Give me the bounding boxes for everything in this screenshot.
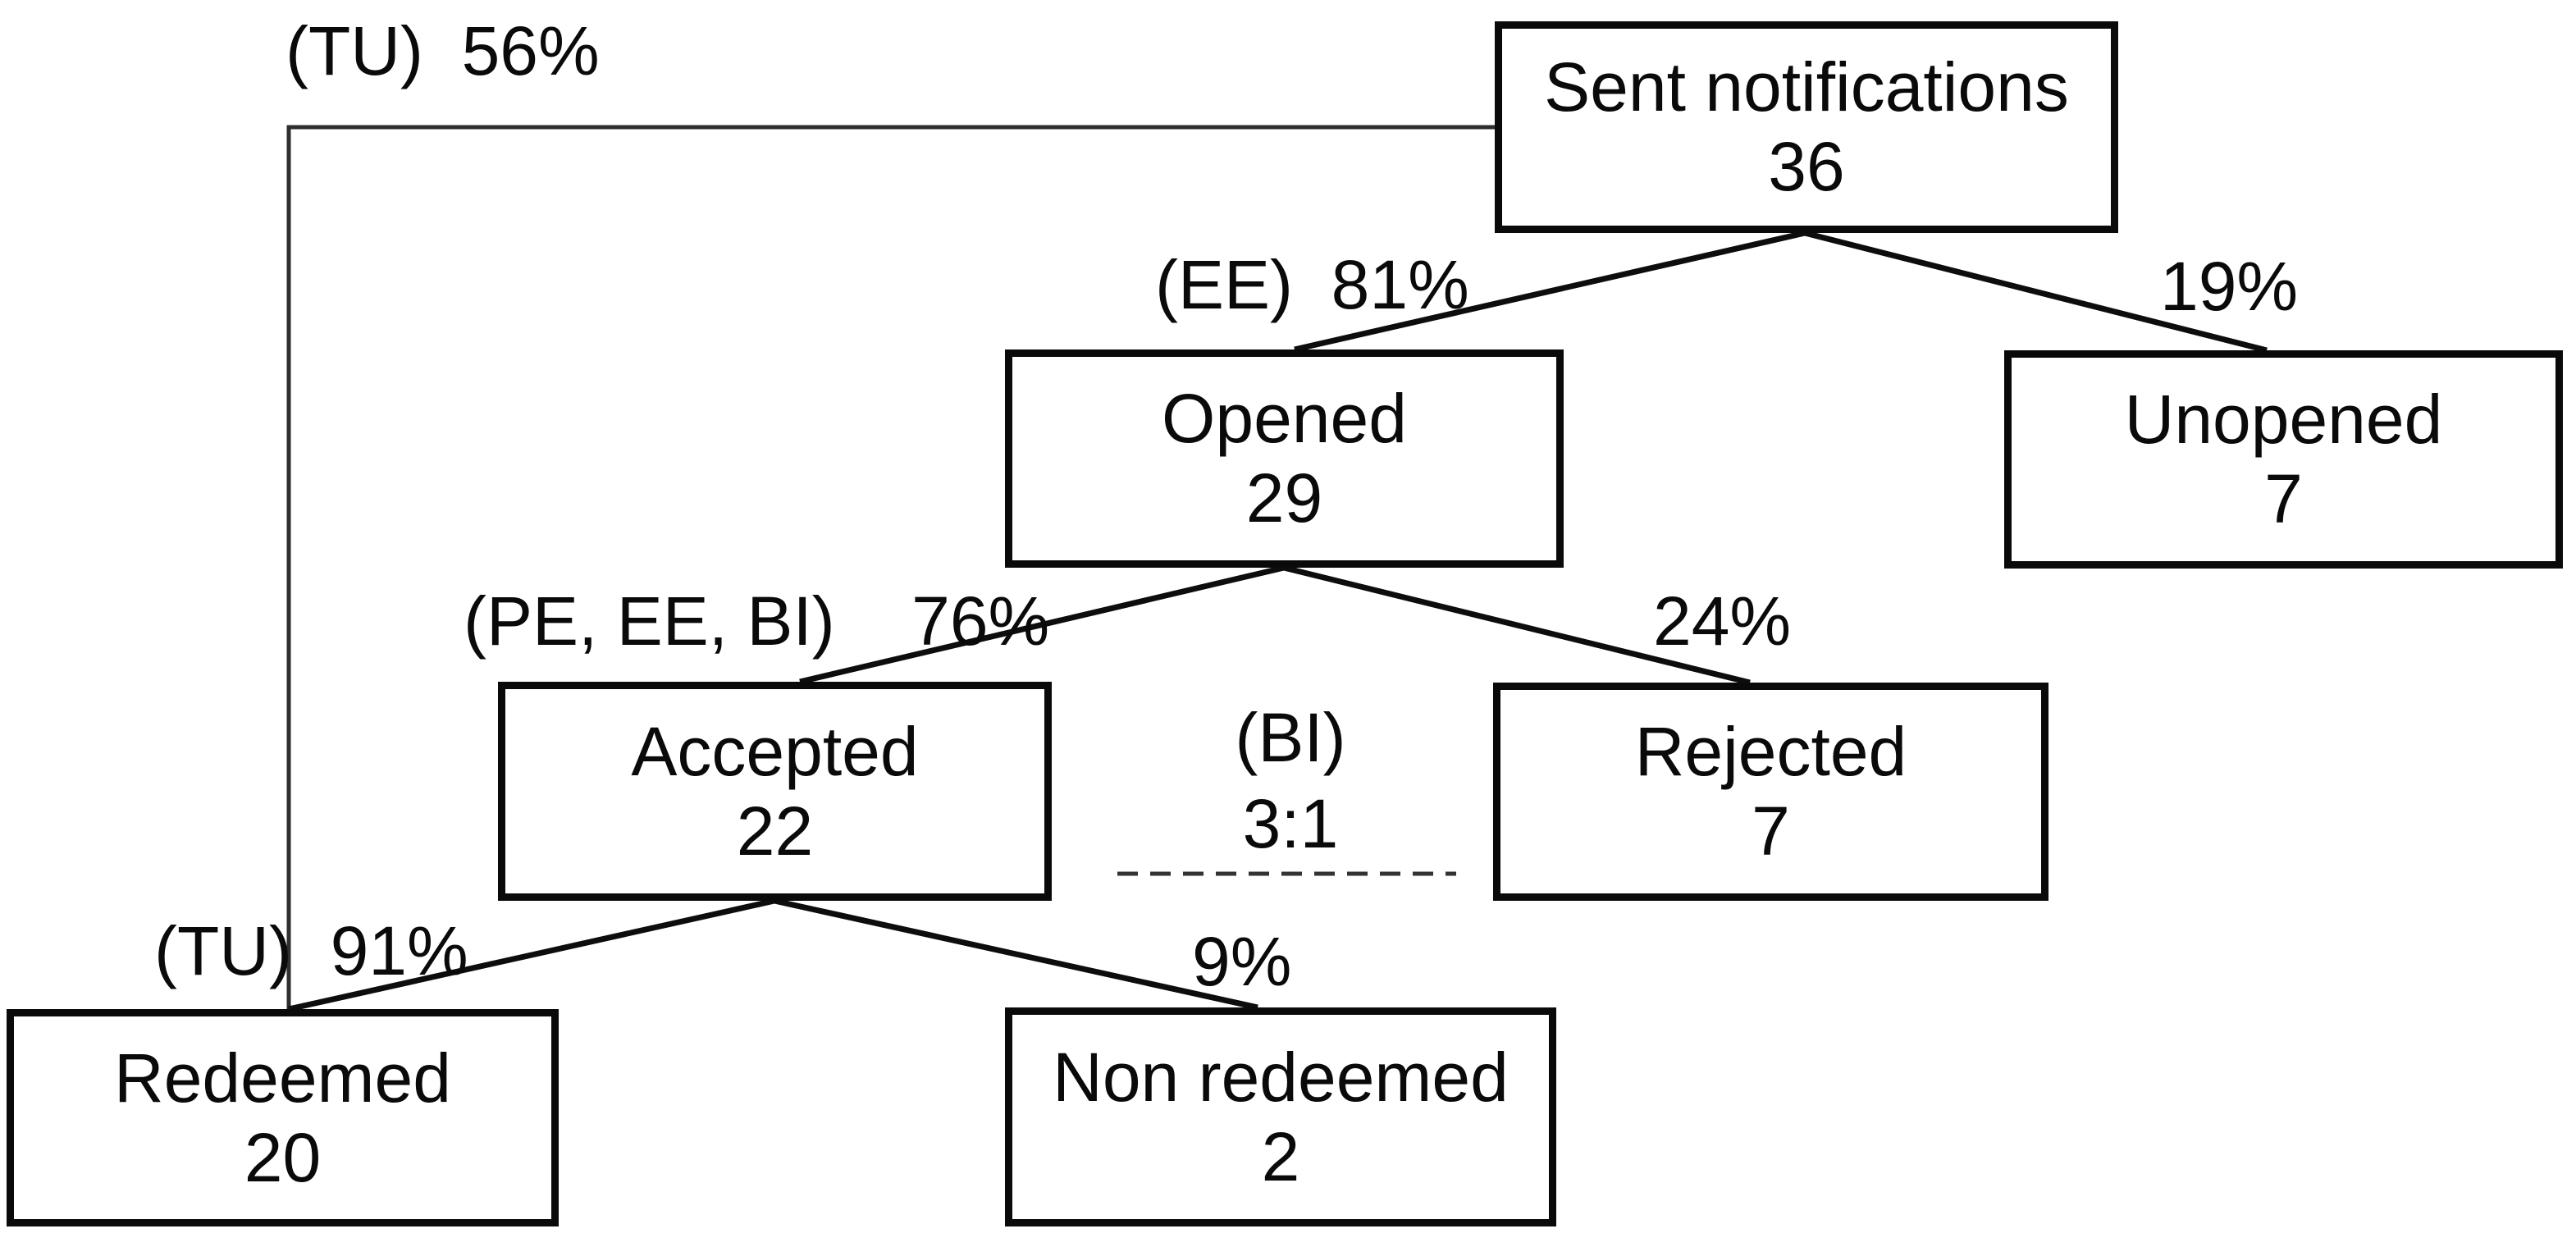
node-accepted: Accepted 22 xyxy=(498,682,1052,901)
node-non-redeemed: Non redeemed 2 xyxy=(1005,1007,1556,1226)
node-value: 2 xyxy=(1261,1117,1300,1195)
node-label: Sent notifications xyxy=(1544,48,2069,126)
connector-opened-rejected xyxy=(1283,564,1751,686)
node-redeemed: Redeemed 20 xyxy=(7,1009,559,1226)
edge-label-opened-accepted: (PE, EE, BI) 76% xyxy=(464,582,1050,660)
node-unopened: Unopened 7 xyxy=(2004,350,2563,569)
node-label: Redeemed xyxy=(114,1039,451,1117)
node-rejected: Rejected 7 xyxy=(1493,683,2048,901)
node-label: Unopened xyxy=(2124,381,2443,458)
node-label: Opened xyxy=(1162,380,1407,457)
edge-label-accepted-redeemed: (TU) 91% xyxy=(154,912,468,989)
connector-sent-redeemed-elbow xyxy=(286,125,1495,1009)
node-label: Non redeemed xyxy=(1053,1038,1509,1116)
node-value: 36 xyxy=(1768,128,1845,205)
edge-label-ratio-value: 3:1 xyxy=(1242,785,1339,862)
node-label: Accepted xyxy=(631,712,919,790)
edge-label-sent-redeemed-overall: (TU) 56% xyxy=(285,12,600,89)
edge-label-opened-rejected: 24% xyxy=(1653,582,1792,660)
connector-accepted-nonredeemed xyxy=(774,898,1258,1011)
node-label: Rejected xyxy=(1634,713,1907,790)
node-value: 7 xyxy=(2264,460,2303,537)
node-value: 20 xyxy=(244,1118,322,1196)
connector-accepted-redeemed xyxy=(288,898,775,1012)
edge-label-ratio-bi: (BI) xyxy=(1235,699,1346,776)
node-value: 7 xyxy=(1752,793,1790,870)
edge-label-accepted-nonredeemed: 9% xyxy=(1192,923,1292,1000)
node-opened: Opened 29 xyxy=(1005,349,1564,568)
node-value: 29 xyxy=(1245,459,1323,537)
edge-label-sent-opened: (EE) 81% xyxy=(1155,246,1469,323)
node-value: 22 xyxy=(736,792,814,870)
connector-sent-unopened xyxy=(1804,230,2268,354)
edge-label-sent-unopened: 19% xyxy=(2160,248,2299,325)
connector-sent-opened xyxy=(1294,230,1806,353)
node-sent-notifications: Sent notifications 36 xyxy=(1495,21,2118,233)
connector-opened-accepted xyxy=(799,564,1285,685)
